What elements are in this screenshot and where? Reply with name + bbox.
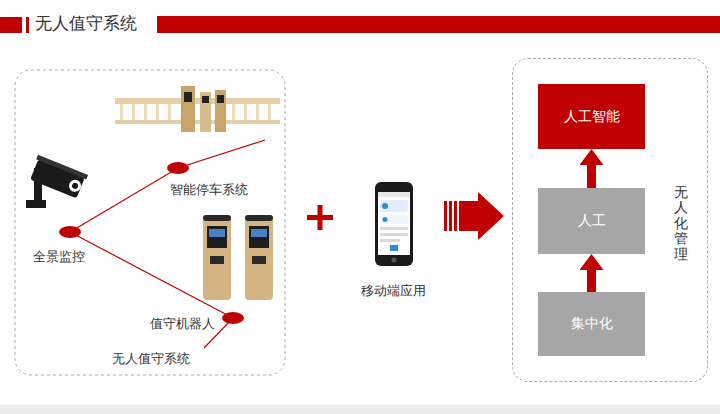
process-box: 人工智能 xyxy=(538,84,645,149)
box-text: 人工 xyxy=(578,212,606,230)
flow-arrow xyxy=(587,163,596,188)
title-bar xyxy=(157,16,720,33)
title-block xyxy=(0,17,22,33)
phone-icon xyxy=(375,182,413,266)
barrier-gate xyxy=(115,86,280,132)
vertical-title: 无人化管理 xyxy=(674,185,688,262)
part-label: 移动端应用 xyxy=(361,283,426,299)
part-label: 全景监控 xyxy=(33,249,85,265)
part-label: 值守机器人 xyxy=(150,316,215,332)
box-text: 人工智能 xyxy=(564,108,620,126)
process-box: 人工 xyxy=(538,188,645,254)
dashed-panel: 无人化管理 人工智能人工集中化 xyxy=(512,58,708,382)
title-tick xyxy=(26,17,29,33)
page-title: 无人值守系统 xyxy=(35,13,137,33)
part-label: 无人值守系统 xyxy=(112,351,190,367)
dashed-panel xyxy=(15,70,285,375)
big-arrow xyxy=(444,192,504,240)
kiosk-robots xyxy=(203,215,273,300)
plus-sign xyxy=(307,205,333,230)
process-box: 集中化 xyxy=(538,292,645,356)
camera-icon xyxy=(26,155,88,208)
flow-arrow xyxy=(587,268,596,292)
footer-band xyxy=(0,405,720,414)
leader-lines xyxy=(70,140,265,348)
box-text: 集中化 xyxy=(571,315,613,333)
part-label: 智能停车系统 xyxy=(170,182,248,198)
